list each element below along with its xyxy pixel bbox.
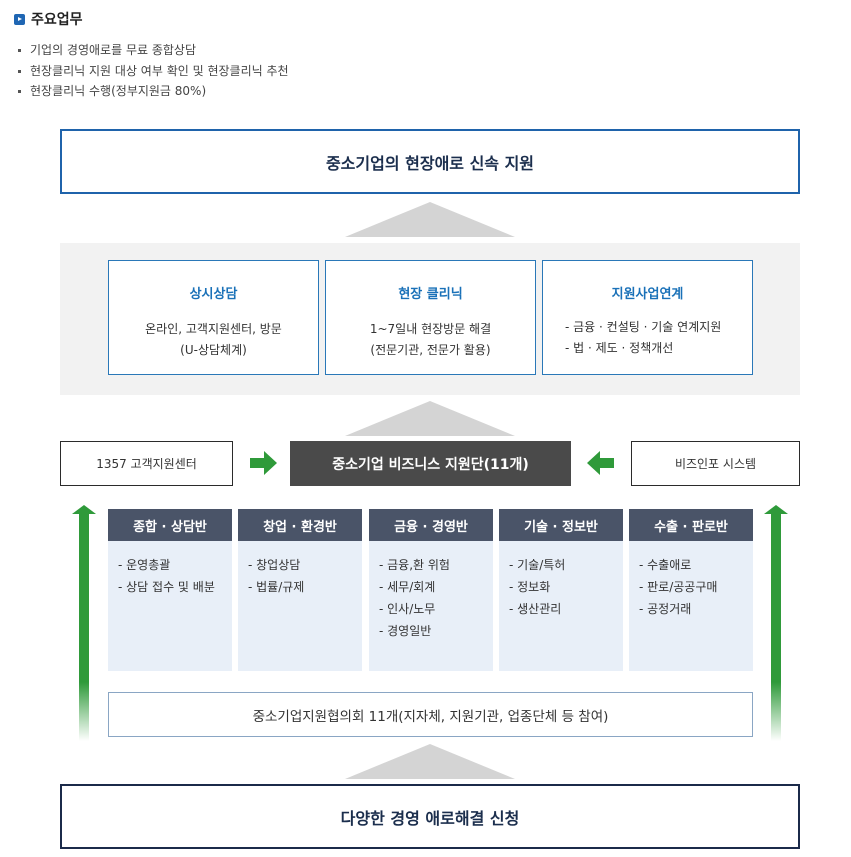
section-header: 주요업무	[14, 9, 83, 29]
dept-item: - 생산관리	[509, 602, 562, 616]
dept-item: - 운영총괄	[118, 558, 171, 572]
duty-item: 현장클리닉 수행(정부지원금 80%)	[18, 81, 289, 102]
service-title: 현장 클리닉	[398, 287, 463, 302]
dept-item: - 공정거래	[639, 602, 692, 616]
up-arrow-icon	[345, 401, 515, 436]
arrow-up-icon	[72, 505, 96, 741]
dept-general: 종합 · 상담반 - 운영총괄 - 상담 접수 및 배분	[108, 509, 232, 671]
goal-box: 중소기업의 현장애로 신속 지원	[60, 129, 800, 194]
dept-items: - 창업상담 - 법률/규제	[238, 541, 362, 598]
arrow-right-icon	[250, 451, 277, 475]
service-desc: 온라인, 고객지원센터, 방문 (U-상담체계)	[109, 319, 318, 361]
dept-finance: 금융 · 경영반 - 금융,환 위험 - 세무/회계 - 인사/노무 - 경영일…	[369, 509, 493, 671]
arrow-left-icon	[587, 451, 614, 475]
dept-item: - 상담 접수 및 배분	[118, 580, 215, 594]
dept-export: 수출 · 판로반 - 수출애로 - 판로/공공구매 - 공정거래	[629, 509, 753, 671]
up-arrow-icon	[345, 202, 515, 237]
duty-item: 현장클리닉 지원 대상 여부 확인 및 현장클리닉 추천	[18, 61, 289, 82]
dept-item: - 수출애로	[639, 558, 692, 572]
service-line: 온라인, 고객지원센터, 방문	[145, 322, 282, 336]
support-group-box: 중소기업 비즈니스 지원단(11개)	[290, 441, 571, 486]
dept-title: 종합 · 상담반	[108, 509, 232, 541]
dept-title: 금융 · 경영반	[369, 509, 493, 541]
council-box: 중소기업지원협의회 11개(지자체, 지원기관, 업종단체 등 참여)	[108, 692, 753, 737]
service-desc: - 금융 · 컨설팅 · 기술 연계지원 - 법 · 제도 · 정책개선	[543, 317, 752, 359]
service-line: (전문기관, 전문가 활용)	[370, 343, 491, 357]
dept-item: - 창업상담	[248, 558, 301, 572]
dept-item: - 금융,환 위험	[379, 558, 450, 572]
service-line: - 금융 · 컨설팅 · 기술 연계지원	[565, 320, 722, 334]
dept-item: - 판로/공공구매	[639, 580, 718, 594]
service-box-linkage: 지원사업연계 - 금융 · 컨설팅 · 기술 연계지원 - 법 · 제도 · 정…	[542, 260, 753, 375]
dept-title: 기술 · 정보반	[499, 509, 623, 541]
section-title: 주요업무	[31, 12, 83, 28]
dept-startup: 창업 · 환경반 - 창업상담 - 법률/규제	[238, 509, 362, 671]
dept-technology: 기술 · 정보반 - 기술/특허 - 정보화 - 생산관리	[499, 509, 623, 671]
service-box-consult: 상시상담 온라인, 고객지원센터, 방문 (U-상담체계)	[108, 260, 319, 375]
dept-items: - 수출애로 - 판로/공공구매 - 공정거래	[629, 541, 753, 620]
dept-item: - 법률/규제	[248, 580, 305, 594]
customer-center-box: 1357 고객지원센터	[60, 441, 233, 486]
dept-item: - 기술/특허	[509, 558, 566, 572]
dept-title: 창업 · 환경반	[238, 509, 362, 541]
up-arrow-icon	[345, 744, 515, 779]
service-line: - 법 · 제도 · 정책개선	[565, 341, 674, 355]
dept-item: - 인사/노무	[379, 602, 436, 616]
service-line: 1~7일내 현장방문 해결	[369, 322, 492, 336]
dept-title: 수출 · 판로반	[629, 509, 753, 541]
dept-item: - 경영일반	[379, 624, 432, 638]
dept-items: - 기술/특허 - 정보화 - 생산관리	[499, 541, 623, 620]
dept-items: - 운영총괄 - 상담 접수 및 배분	[108, 541, 232, 598]
service-line: (U-상담체계)	[180, 343, 247, 357]
duty-list: 기업의 경영애로를 무료 종합상담 현장클리닉 지원 대상 여부 확인 및 현장…	[18, 40, 289, 102]
service-box-clinic: 현장 클리닉 1~7일내 현장방문 해결 (전문기관, 전문가 활용)	[325, 260, 536, 375]
service-title: 지원사업연계	[611, 287, 684, 302]
request-box: 다양한 경영 애로해결 신청	[60, 784, 800, 849]
service-desc: 1~7일내 현장방문 해결 (전문기관, 전문가 활용)	[326, 319, 535, 361]
bizinfo-system-box: 비즈인포 시스템	[631, 441, 800, 486]
arrow-up-icon	[764, 505, 788, 741]
service-title: 상시상담	[189, 287, 238, 302]
bullet-arrow-icon	[14, 13, 25, 25]
duty-item: 기업의 경영애로를 무료 종합상담	[18, 40, 289, 61]
dept-item: - 세무/회계	[379, 580, 436, 594]
dept-item: - 정보화	[509, 580, 551, 594]
dept-items: - 금융,환 위험 - 세무/회계 - 인사/노무 - 경영일반	[369, 541, 493, 642]
